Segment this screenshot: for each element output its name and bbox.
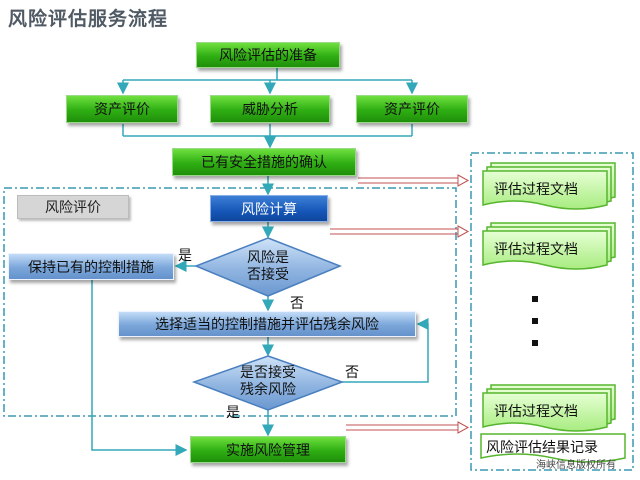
edge-label-yes-1: 是 [178, 248, 192, 264]
document-stack-2 [482, 222, 616, 270]
edge-label-no-1: 否 [290, 296, 304, 312]
result-record-label: 风险评估结果记录 [486, 440, 598, 456]
decision-accept-residual-line1: 是否接受 [240, 365, 296, 381]
result-record-shape [480, 433, 626, 463]
document-label-1: 评估过程文档 [494, 182, 578, 198]
decision-accept-risk: 风险是 否接受 [218, 250, 318, 284]
ellipsis-dot [532, 318, 538, 324]
node-keep-controls: 保持已有的控制措施 [8, 253, 174, 280]
node-select-controls: 选择适当的控制措施并评估残余风险 [118, 311, 416, 337]
node-prepare: 风险评估的准备 [196, 42, 340, 68]
decision-accept-risk-shape [193, 237, 343, 297]
decision-accept-risk-line1: 风险是 [247, 250, 289, 266]
node-asset-eval-right: 资产评价 [356, 95, 468, 123]
ellipsis-dot [532, 296, 538, 302]
node-threat-analysis: 威胁分析 [210, 95, 330, 123]
node-risk-calc: 风险计算 [210, 195, 328, 222]
copyright-text: 海峡信息版权所有 [536, 460, 616, 471]
page-title: 风险评估服务流程 [8, 8, 169, 30]
risk-eval-region [3, 187, 457, 417]
decision-accept-residual-shape [191, 355, 345, 411]
document-label-3: 评估过程文档 [494, 404, 578, 420]
documents-region [470, 152, 634, 471]
edge-label-no-2: 否 [345, 365, 359, 381]
edge-label-yes-2: 是 [226, 405, 240, 421]
decision-accept-risk-line2: 否接受 [247, 267, 289, 283]
document-stack-1 [482, 162, 616, 210]
ellipsis-dot [532, 340, 538, 346]
risk-eval-region-label: 风险评价 [17, 195, 129, 219]
document-stack-3 [482, 384, 616, 432]
decision-accept-residual: 是否接受 残余风险 [218, 365, 318, 399]
node-implement: 实施风险管理 [190, 436, 346, 463]
node-asset-eval-left: 资产评价 [66, 95, 178, 123]
node-existing-measures: 已有安全措施的确认 [172, 148, 356, 176]
decision-accept-residual-line2: 残余风险 [240, 382, 296, 398]
document-label-2: 评估过程文档 [494, 242, 578, 258]
